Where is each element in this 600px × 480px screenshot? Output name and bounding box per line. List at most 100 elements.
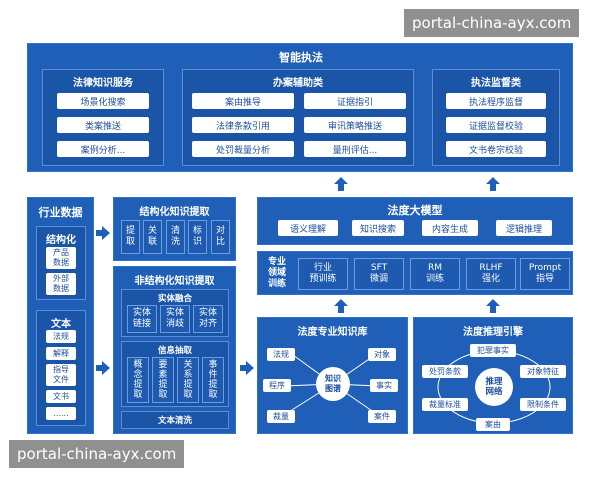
industry-data-panel: 行业数据 结构化 产品 数据 外部 数据 文本 法规 解释 指导 文件 文书 .… [27,197,94,434]
kg-node-procedure: 程序 [263,379,291,392]
rn-node-penalty-clause: 处罚条款 [422,365,468,378]
sentencing-button[interactable]: 量刑评估... [304,141,406,157]
product-data-chip: 产品 数据 [46,247,76,269]
interrogation-button[interactable]: 审讯策略推送 [304,117,406,133]
rlhf-label: RLHF 强化 [479,263,503,284]
evidence-check-button[interactable]: 证据监督校验 [446,117,546,133]
knowledge-base-title: 法度专业知识库 [297,327,368,338]
text-cleaning-box: 文本清洗 [121,411,229,429]
guidance-file-chip: 指导 文件 [46,364,76,386]
arrow-up-icon [486,299,500,313]
case-assist-box: 办案辅助类 案由推导 证据指引 法律条款引用 审讯策略推送 处罚裁量分析 量刑评… [182,69,414,166]
prompt-label: Prompt 指导 [528,263,562,284]
entity-link-step: 实体 链接 [127,305,157,333]
smart-law-panel: 智能执法 法律知识服务 场景化搜索 类案推送 案例分析... 办案辅助类 案由推… [27,43,573,172]
arrow-up-icon [334,299,348,313]
element-extract-step: 要 素 提 取 [152,357,174,403]
supervision-title: 执法监督类 [471,78,521,89]
identify-label: 标 识 [192,226,202,247]
knowledge-graph-hub: 知识 图谱 [316,367,350,401]
concept-extract-step: 概 念 提 取 [127,357,149,403]
law-clause-button[interactable]: 法律条款引用 [192,117,294,133]
llm-panel: 法度大模型 语义理解 知识搜索 内容生成 逻辑推理 [257,197,573,245]
interpretation-chip: 解释 [46,347,76,360]
entity-align-step: 实体 对齐 [193,305,223,333]
compare-step: 对 比 [211,220,230,254]
smart-law-title: 智能执法 [279,51,323,64]
associate-label: 关 联 [147,226,157,247]
kg-node-object: 对象 [368,348,396,361]
associate-step: 关 联 [143,220,162,254]
info-extract-box: 信息抽取 概 念 提 取 要 素 提 取 关 系 提 取 事 件 提 取 [121,341,229,407]
text-cleaning-label: 文本清洗 [157,416,192,426]
rlhf-step: RLHF 强化 [466,258,516,290]
training-panel: 专业 领域 训练 行业 预训练 SFT 微调 RM 训练 RLHF 强化 Pro… [257,251,573,295]
event-extract-step: 事 件 提 取 [202,357,224,403]
entity-link-label: 实体 链接 [132,308,151,329]
case-cause-button[interactable]: 案由推导 [192,93,294,109]
watermark-bottom: portal-china-ayx.com [9,440,185,468]
kg-node-fact: 事实 [370,379,398,392]
regulation-chip: 法规 [46,330,76,343]
knowledge-graph-label: 知识 图谱 [325,374,341,393]
arrow-right-icon [96,226,110,240]
entity-align-label: 实体 对齐 [198,308,217,329]
reasoning-engine-panel: 法度推理引擎 推理 网络 犯罪事实 处罚条款 对象特征 裁量标准 限制条件 案由 [413,317,573,434]
semantic-understanding-button[interactable]: 语义理解 [278,220,338,236]
structured-extract-panel: 结构化知识提取 提 取 关 联 清 洗 标 识 对 比 [113,197,236,261]
entity-disambig-label: 实体 消歧 [165,308,184,329]
kg-node-regulation: 法规 [267,348,295,361]
extract-step: 提 取 [121,220,140,254]
structured-box: 结构化 产品 数据 外部 数据 [36,226,86,300]
llm-title: 法度大模型 [387,204,443,217]
rm-step: RM 训练 [410,258,460,290]
scenario-search-button[interactable]: 场景化搜索 [57,93,149,109]
prompt-step: Prompt 指导 [520,258,570,290]
pretrain-label: 行业 预训练 [309,263,337,284]
kg-node-case: 案件 [368,410,396,423]
rn-node-crime-fact: 犯罪事实 [470,344,516,357]
unstructured-extract-panel: 非结构化知识提取 实体融合 实体 链接 实体 消歧 实体 对齐 信息抽取 概 念… [113,266,236,434]
structured-extract-title: 结构化知识提取 [139,207,210,218]
industry-data-title: 行业数据 [38,206,83,219]
extract-label: 提 取 [125,226,135,247]
legal-knowledge-title: 法律知识服务 [73,78,133,89]
evidence-guide-button[interactable]: 证据指引 [304,93,406,109]
sft-step: SFT 微调 [354,258,404,290]
similar-case-button[interactable]: 类案推送 [57,117,149,133]
rn-node-case-cause: 案由 [476,418,510,431]
clean-step: 清 洗 [166,220,185,254]
case-analysis-button[interactable]: 案例分析... [57,141,149,157]
case-assist-title: 办案辅助类 [273,78,323,89]
reasoning-engine-title: 法度推理引擎 [463,327,523,338]
penalty-analysis-button[interactable]: 处罚裁量分析 [192,141,294,157]
content-generation-button[interactable]: 内容生成 [422,220,478,236]
document-chip: 文书 [46,390,76,403]
relation-extract-step: 关 系 提 取 [177,357,199,403]
unstructured-extract-title: 非结构化知识提取 [134,276,215,287]
arrow-up-icon [486,177,500,191]
element-extract-label: 要 素 提 取 [158,360,168,400]
info-extract-title: 信息抽取 [157,346,192,356]
external-data-chip: 外部 数据 [46,273,76,295]
rn-node-object-feature: 对象特征 [520,365,566,378]
document-check-button[interactable]: 文书卷宗校验 [446,141,546,157]
sft-label: SFT 微调 [369,263,388,284]
clean-label: 清 洗 [170,226,180,247]
structured-title: 结构化 [46,235,76,246]
text-title: 文本 [51,319,71,330]
knowledge-search-button[interactable]: 知识搜索 [352,220,404,236]
kg-node-discretion: 裁量 [267,410,295,423]
compare-label: 对 比 [215,226,225,247]
logic-reasoning-button[interactable]: 逻辑推理 [496,220,552,236]
event-extract-label: 事 件 提 取 [208,360,218,400]
procedure-supervision-button[interactable]: 执法程序监督 [446,93,546,109]
watermark-top: portal-china-ayx.com [404,9,580,37]
legal-knowledge-box: 法律知识服务 场景化搜索 类案推送 案例分析... [42,69,164,166]
rm-label: RM 训练 [425,263,444,284]
rn-node-restriction: 限制条件 [520,398,566,411]
training-label: 专业 领域 训练 [267,257,286,289]
text-box: 文本 法规 解释 指导 文件 文书 ...... [36,310,86,426]
entity-fusion-box: 实体融合 实体 链接 实体 消歧 实体 对齐 [121,289,229,337]
more-chip: ...... [46,407,76,420]
